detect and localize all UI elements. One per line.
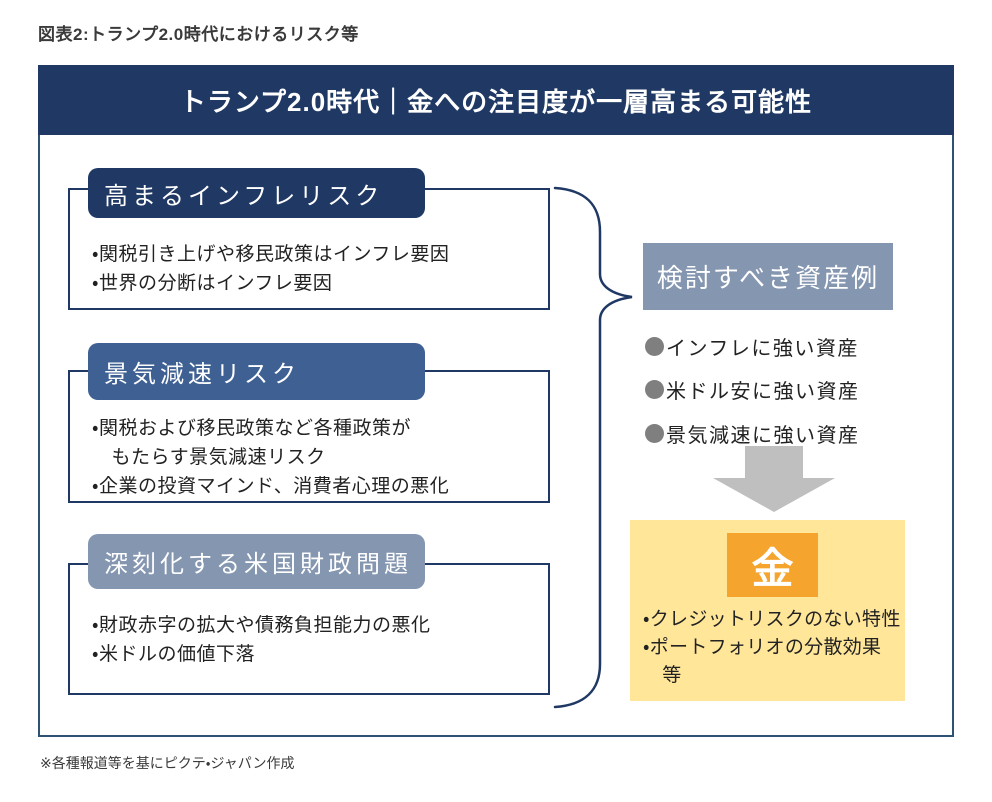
gold-label-chip: 金: [727, 533, 818, 597]
asset-item: 景気減速に強い資産: [645, 419, 860, 448]
down-arrow-icon: [713, 446, 835, 512]
bullet-line: ・米ドルの価値下落: [92, 644, 255, 665]
bullet-line: ・企業の投資マインド、消費者心理の悪化: [92, 476, 450, 497]
asset-item: インフレに強い資産: [645, 332, 859, 361]
gold-result-box: 金 ・クレジットリスクのない特性 ・ポートフォリオの分散効果 等: [630, 520, 905, 701]
bullet-circle-icon: [645, 380, 664, 399]
bullet-line: ・財政赤字の拡大や債務負担能力の悪化: [92, 615, 431, 636]
diagram-header: トランプ2.0時代｜金への注目度が一層高まる可能性: [38, 65, 954, 135]
asset-item-label: 米ドル安に強い資産: [666, 381, 860, 403]
bullet-line: もたらす景気減速リスク: [92, 447, 326, 468]
risk-box-inflation-bullets: ・関税引き上げや移民政策はインフレ要因 ・世界の分断はインフレ要因: [92, 240, 449, 298]
bullet-line: 等: [643, 665, 682, 686]
risk-box-fiscal-title: 深刻化する米国財政問題: [88, 534, 425, 589]
bullet-line: ・関税引き上げや移民政策はインフレ要因: [92, 244, 450, 265]
figure-caption: 図表2:トランプ2.0時代におけるリスク等: [38, 25, 359, 44]
risk-box-inflation-title: 高まるインフレリスク: [88, 168, 425, 218]
assets-panel-title: 検討すべき資産例: [643, 243, 893, 310]
gold-box-bullets: ・クレジットリスクのない特性 ・ポートフォリオの分散効果 等: [643, 606, 901, 690]
bullet-circle-icon: [645, 424, 664, 443]
asset-item-label: インフレに強い資産: [666, 338, 859, 360]
asset-item-label: 景気減速に強い資産: [666, 425, 860, 447]
risk-box-slowdown-bullets: ・関税および移民政策など各種政策が もたらす景気減速リスク ・企業の投資マインド…: [92, 414, 449, 501]
source-footnote: ※各種報道等を基にピクテ・ジャパン作成: [40, 755, 295, 771]
bullet-line: ・クレジットリスクのない特性: [643, 609, 901, 630]
bullet-line: ・関税および移民政策など各種政策が: [92, 418, 411, 439]
diagram-header-title: トランプ2.0時代｜金への注目度が一層高まる可能性: [179, 86, 813, 117]
risk-box-slowdown-title: 景気減速リスク: [88, 343, 425, 400]
risk-box-fiscal-bullets: ・財政赤字の拡大や債務負担能力の悪化 ・米ドルの価値下落: [92, 611, 430, 669]
curly-brace-icon: [553, 186, 633, 709]
bullet-line: ・世界の分断はインフレ要因: [92, 273, 333, 294]
bullet-circle-icon: [645, 337, 664, 356]
bullet-line: ・ポートフォリオの分散効果: [643, 637, 882, 658]
asset-item: 米ドル安に強い資産: [645, 375, 860, 404]
